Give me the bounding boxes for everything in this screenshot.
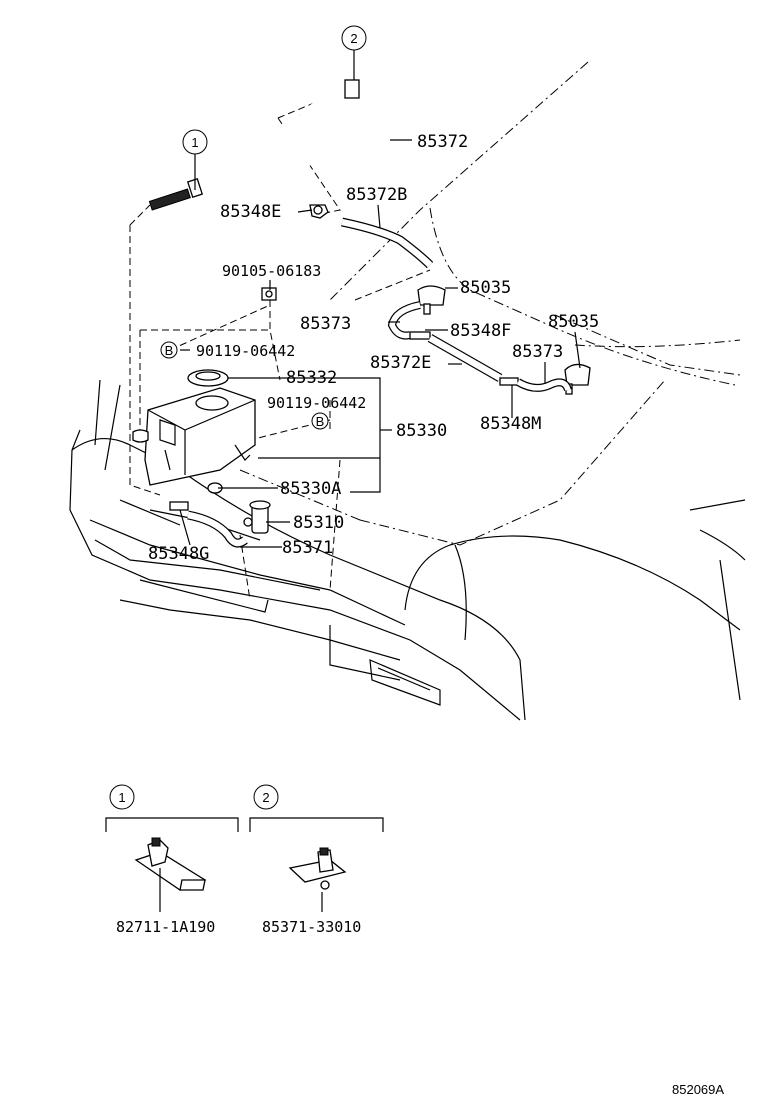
detail-1-callout: 1 [118,790,125,805]
hose-85373-right [515,378,572,392]
label-85373-right: 85373 [512,342,563,362]
label-90119-06442-a: 90119-06442 [196,342,295,360]
detail-2-part-number: 85371-33010 [262,918,361,936]
detail-inset-2: 2 85371-33010 [249,784,384,936]
detail-2-callout: 2 [262,790,269,805]
label-85310: 85310 [293,513,344,533]
bolt-mark-b-1-text: B [165,343,174,358]
joint-85348G [169,501,189,511]
hose-85373-left [387,301,421,340]
label-85373-left: 85373 [300,314,351,334]
clip-90105-06183 [261,287,277,301]
callout-2-text: 2 [350,31,357,46]
joint-85348M [499,377,519,386]
joint-85348F [409,331,431,340]
hose-85372E [427,334,503,382]
leader-lines [179,139,581,548]
label-85372: 85372 [417,132,468,152]
bolt-mark-b-2: B [311,412,329,430]
bolt-mark-b-2-text: B [316,414,325,429]
label-85348E: 85348E [220,202,281,222]
label-85348F: 85348F [450,321,511,341]
label-85035-right: 85035 [548,312,599,332]
figure-code: 852069A [672,1082,724,1097]
car-body-outline [69,61,746,721]
bolt-mark-b-1: B [160,341,178,359]
cap-85332 [187,369,229,387]
joint-85348E [309,204,329,219]
label-85332: 85332 [286,368,337,388]
label-85348M: 85348M [480,414,541,434]
label-90119-06442-b: 90119-06442 [267,394,366,412]
detail-inset-1: 1 82711-1A190 [105,784,239,936]
callout-1-text: 1 [191,135,198,150]
clamp-82711-1A190 [134,837,207,891]
label-85372B: 85372B [346,185,407,205]
hose-85372B [341,217,434,269]
part-labels: 85372 85372B 85348E 90105-06183 85035 85… [148,132,599,564]
label-85330A: 85330A [280,479,341,499]
detail-1-part-number: 82711-1A190 [116,918,215,936]
label-85348G: 85348G [148,544,209,564]
pump-motor-85310 [243,500,271,534]
label-85035-left: 85035 [460,278,511,298]
washer-tank-85330 [132,387,256,486]
label-85330: 85330 [396,421,447,441]
nozzle-85035-left [417,285,446,315]
hose-85371 [187,510,248,548]
label-85371: 85371 [282,538,333,558]
callout-1: 1 [182,129,208,190]
callout-2: 2 [341,25,367,80]
label-85372E: 85372E [370,353,431,373]
clamp-85371-33010 [288,847,347,890]
hose-85372 [144,73,407,214]
label-90105-06183: 90105-06183 [222,262,321,280]
